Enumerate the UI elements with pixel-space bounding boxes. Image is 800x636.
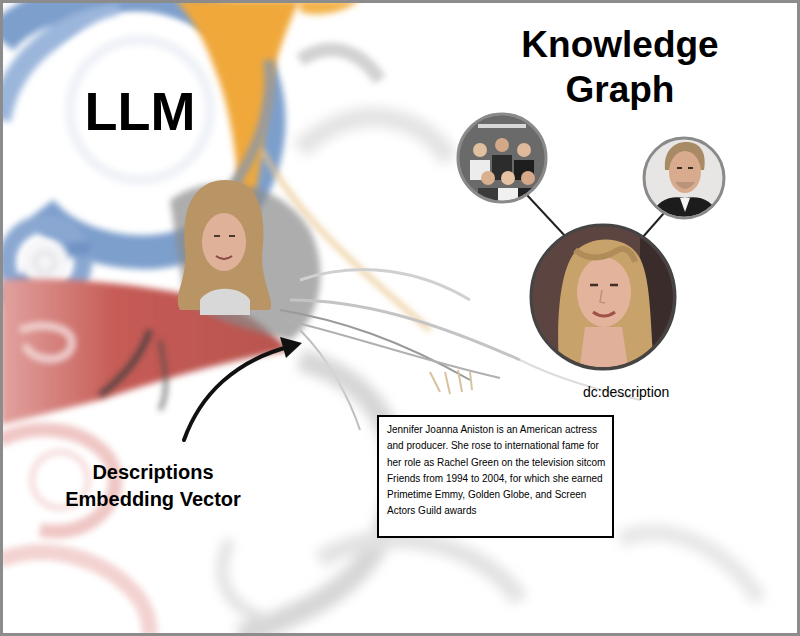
description-text: Jennifer Joanna Aniston is an American a… [387, 422, 606, 520]
painted-portrait [178, 180, 271, 315]
person-photo [531, 225, 680, 380]
section-heading: Knowledge Graph [515, 22, 725, 112]
section-heading: LLM [70, 80, 210, 142]
property-label: dc:description [583, 383, 703, 401]
red-paint-region [0, 279, 290, 636]
friends-photo [458, 114, 546, 203]
description-box: Jennifer Joanna Aniston is an American a… [377, 415, 614, 538]
light-grey-swirls [222, 117, 760, 636]
callout-label: Descriptions Embedding Vector [48, 459, 258, 513]
pointer-arrow [184, 337, 302, 440]
person-photo [644, 138, 724, 220]
